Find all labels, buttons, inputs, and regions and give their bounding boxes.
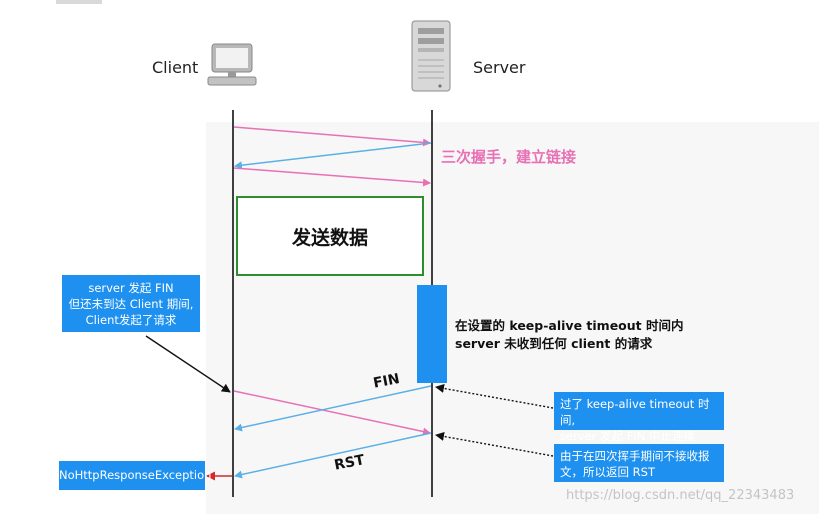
timeout-fin-note-line2: server 发起 FIN 中止连接 [560, 429, 695, 443]
keepalive-note-line1: 在设置的 keep-alive timeout 时间内 [455, 318, 684, 333]
timeout-note-pointer [435, 383, 554, 409]
keepalive-note: 在设置的 keep-alive timeout 时间内 server 未收到任何… [455, 317, 683, 353]
rst-reason-note-line1: 由于在四次挥手期间不接收报 [560, 449, 710, 463]
client-label: Client [152, 58, 199, 77]
client-request-arrow [233, 390, 431, 436]
rst-reason-note: 由于在四次挥手期间不接收报 文，所以返回 RST [554, 444, 724, 482]
server-fin-arrow [234, 385, 432, 432]
timeout-fin-note-line1: 过了 keep-alive timeout 时间, [560, 397, 710, 427]
rst-note-pointer [435, 431, 554, 457]
send-data-label: 发送数据 [291, 226, 368, 249]
server-rst-arrow [234, 432, 432, 479]
server-tower-icon [411, 20, 451, 92]
rst-reason-note-line2: 文，所以返回 RST [560, 465, 655, 479]
exception-box: NoHttpResponseException [59, 461, 211, 490]
keepalive-timeout-bar [417, 285, 447, 383]
timeout-fin-note: 过了 keep-alive timeout 时间, server 发起 FIN … [554, 392, 724, 443]
client-request-note: server 发起 FIN 但还未到达 Client 期间, Client发起了… [62, 275, 200, 332]
handshake-synack-arrow [234, 142, 432, 170]
keepalive-note-line2: server 未收到任何 client 的请求 [455, 336, 653, 351]
send-data-box: 发送数据 [236, 196, 424, 276]
left-note-pointer [145, 335, 231, 393]
watermark: https://blog.csdn.net/qq_22343483 [566, 488, 795, 503]
client-request-note-line2: 但还未到达 Client 期间, [68, 297, 194, 311]
handshake-ack-arrow [233, 167, 431, 187]
client-request-note-line1: server 发起 FIN [88, 281, 174, 295]
server-label: Server [473, 58, 526, 77]
handshake-label: 三次握手，建立链接 [441, 148, 577, 166]
handshake-syn-arrow [233, 126, 431, 147]
computer-icon [207, 43, 257, 86]
top-edge-artifact [56, 0, 102, 4]
client-request-note-line3: Client发起了请求 [85, 313, 177, 327]
